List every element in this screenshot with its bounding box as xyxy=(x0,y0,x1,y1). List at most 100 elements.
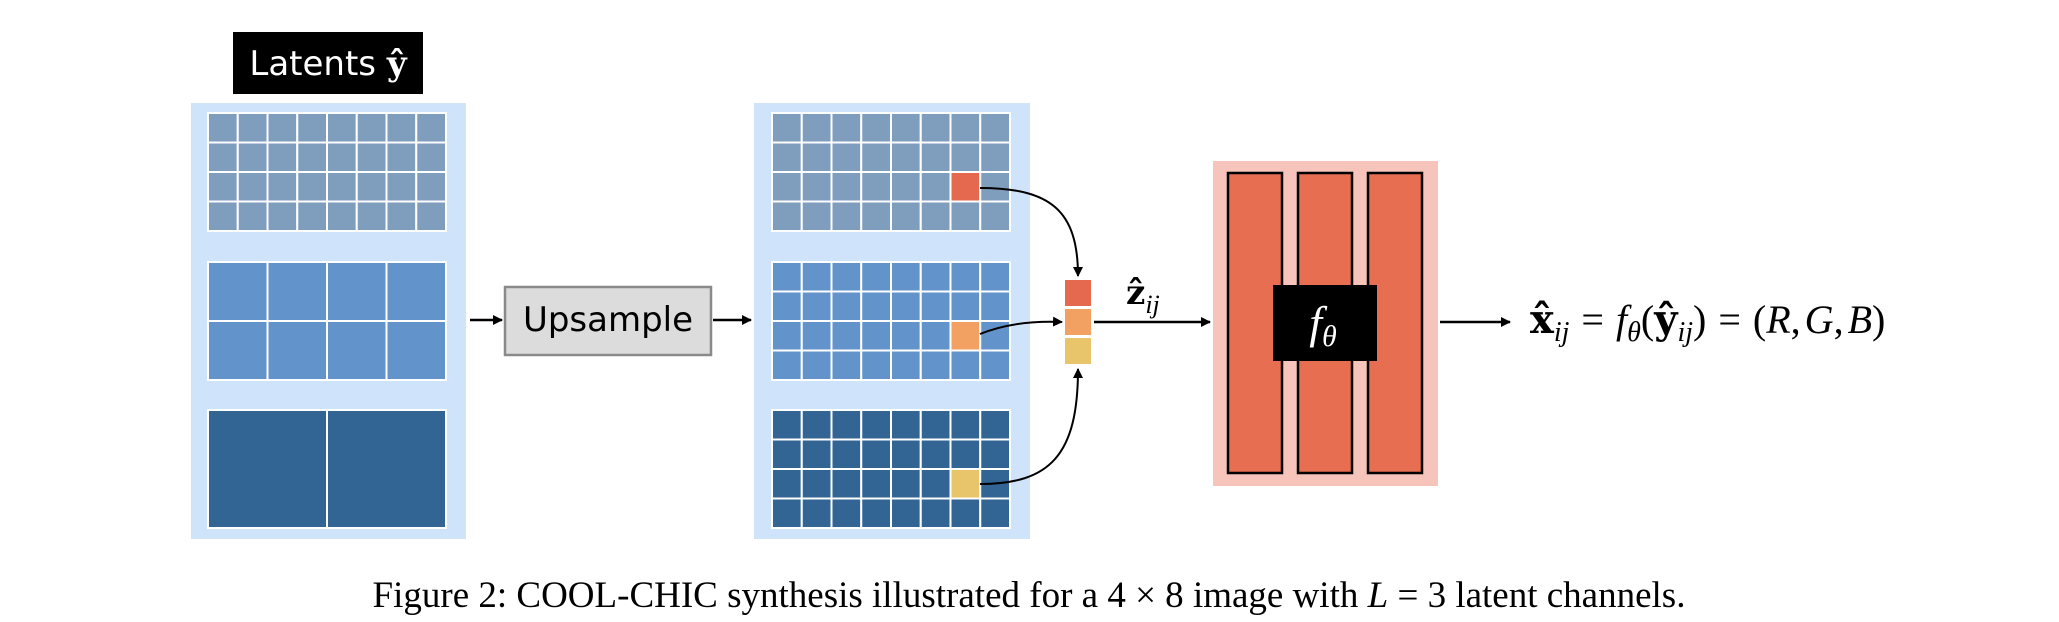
z-label-symbol: ẑ xyxy=(1126,273,1145,313)
upsampled-grid-3-cell xyxy=(949,468,982,500)
upsampled-grid-3-cell xyxy=(830,468,863,500)
upsampled-grid-2 xyxy=(771,261,1011,381)
upsampled-grid-3-cell xyxy=(919,497,952,529)
upsampled-grid-3-cell xyxy=(771,468,803,500)
latent-grid-full-cell xyxy=(207,141,239,173)
latent-grid-full-cell xyxy=(296,200,328,232)
network-block: fθ xyxy=(1213,161,1438,486)
latent-grid-full-cell xyxy=(415,200,447,232)
caption-prefix: Figure 2: COOL-CHIC synthesis illustrate… xyxy=(373,575,1108,616)
upsampled-grid-1-cell xyxy=(979,112,1011,144)
upsampled-grid-2-cell xyxy=(890,349,922,381)
upsampled-grid-2-cell xyxy=(771,349,803,381)
latent-grid-half-cell xyxy=(326,261,388,322)
upsampled-grid-2-cell xyxy=(771,290,803,322)
latent-grid-half-cell xyxy=(385,320,447,381)
latent-grid-full-cell xyxy=(296,112,328,144)
upsampled-grid-1-cell xyxy=(919,171,952,203)
upsampled-grid-2-cell xyxy=(800,349,833,381)
upsampled-grid-1-cell xyxy=(979,141,1011,173)
upsampled-grid-1-cell xyxy=(771,141,803,173)
upsampled-grid-1-cell xyxy=(919,141,952,173)
upsampled-grid-1-cell xyxy=(919,200,952,232)
f-theta-label-bg xyxy=(1273,285,1377,361)
upsampled-grid-2-cell xyxy=(860,320,892,352)
latent-grid-full-cell xyxy=(355,141,388,173)
upsampled-grid-1-cell xyxy=(949,141,982,173)
upsampled-grid-3-cell xyxy=(800,497,833,529)
upsampled-grid-2-cell xyxy=(860,349,892,381)
upsampled-grid-1-cell xyxy=(800,200,833,232)
upsampled-grid-1-cell xyxy=(979,200,1011,232)
caption-middle: image with xyxy=(1184,575,1368,616)
upsampled-grid-1-cell xyxy=(860,112,892,144)
upsampled-grid-2-cell xyxy=(830,290,863,322)
upsampled-grid-2-cell xyxy=(890,290,922,322)
svg-text:Latents ŷ: Latents ŷ xyxy=(249,44,407,84)
upsampled-grid-2-cell xyxy=(771,261,803,293)
upsample-block: Upsample xyxy=(503,285,713,357)
upsampled-grid-1-cell xyxy=(949,112,982,144)
upsampled-grid-2-cell xyxy=(800,261,833,293)
latent-grid-full-cell xyxy=(236,112,269,144)
upsampled-grid-1-cell xyxy=(979,171,1011,203)
upsampled-grid-3-cell xyxy=(830,497,863,529)
eq-lhs-symbol: x̂ xyxy=(1530,296,1555,343)
latents-label-text: Latents xyxy=(249,44,386,84)
upsampled-grid-2-cell xyxy=(830,349,863,381)
upsampled-grid-1-cell xyxy=(890,141,922,173)
latent-grid-full-cell xyxy=(266,141,299,173)
latent-grid-half-cell xyxy=(385,261,447,322)
latent-grid-half xyxy=(207,261,447,381)
upsampled-grid-3-cell xyxy=(830,409,863,441)
upsampled-grid-3-cell xyxy=(890,497,922,529)
eq-rgb-close: ) xyxy=(1872,297,1885,342)
curve-arrow-mid xyxy=(979,316,1063,335)
upsampled-grid-2-cell xyxy=(860,261,892,293)
latents-label-symbol: ŷ xyxy=(386,44,408,84)
upsampled-grid-1-cell xyxy=(919,112,952,144)
latent-grid-full-cell xyxy=(415,112,447,144)
caption-var: L xyxy=(1367,575,1389,616)
upsampled-grid-1-cell xyxy=(860,200,892,232)
upsampled-grid-3 xyxy=(771,409,1011,529)
latents-label-bg xyxy=(233,32,423,94)
upsampled-grid-3-cell xyxy=(860,409,892,441)
latent-grids xyxy=(207,112,447,529)
upsampled-grid-1-cell xyxy=(890,112,922,144)
latent-grid-full-cell xyxy=(296,141,328,173)
upsampled-grid-3-cell xyxy=(800,438,833,470)
upsampled-grid-1 xyxy=(771,112,1011,232)
eq-open-paren: ( xyxy=(1641,297,1654,342)
latent-panel xyxy=(191,103,466,539)
eq-g: G xyxy=(1805,297,1834,342)
eq-close-paren: ) xyxy=(1693,297,1706,342)
upsampled-grid-2-cell xyxy=(919,290,952,322)
eq-rgb-open: ( xyxy=(1753,297,1766,342)
caption-dims: 4 × 8 xyxy=(1107,575,1183,616)
latent-grid-full-cell xyxy=(355,171,388,203)
latent-grid-half-cell xyxy=(207,320,269,381)
upsampled-grid-1-cell xyxy=(830,112,863,144)
latent-grid-full-cell xyxy=(415,141,447,173)
upsampled-grid-1-cell xyxy=(771,171,803,203)
latent-grid-full-cell xyxy=(236,171,269,203)
latent-grid-full-cell xyxy=(236,200,269,232)
z-label: ẑij xyxy=(1126,273,1160,319)
z-cell-yellow xyxy=(1063,336,1093,366)
upsampled-grid-2-cell xyxy=(919,349,952,381)
figure-caption: Figure 2: COOL-CHIC synthesis illustrate… xyxy=(373,575,1686,616)
upsampled-grid-2-cell xyxy=(919,320,952,352)
latent-grid-quarter-cell xyxy=(326,409,447,529)
upsampled-grid-1-cell xyxy=(860,171,892,203)
z-cell-red xyxy=(1063,278,1093,308)
upsampled-grid-1-cell xyxy=(800,112,833,144)
upsample-label: Upsample xyxy=(523,300,693,340)
upsampled-grid-2-cell xyxy=(860,290,892,322)
upsampled-grid-1-cell xyxy=(771,200,803,232)
latent-grid-full-cell xyxy=(207,171,239,203)
latent-grid-full-cell xyxy=(355,112,388,144)
latent-grid-full-cell xyxy=(326,171,358,203)
upsampled-grid-2-cell xyxy=(800,320,833,352)
